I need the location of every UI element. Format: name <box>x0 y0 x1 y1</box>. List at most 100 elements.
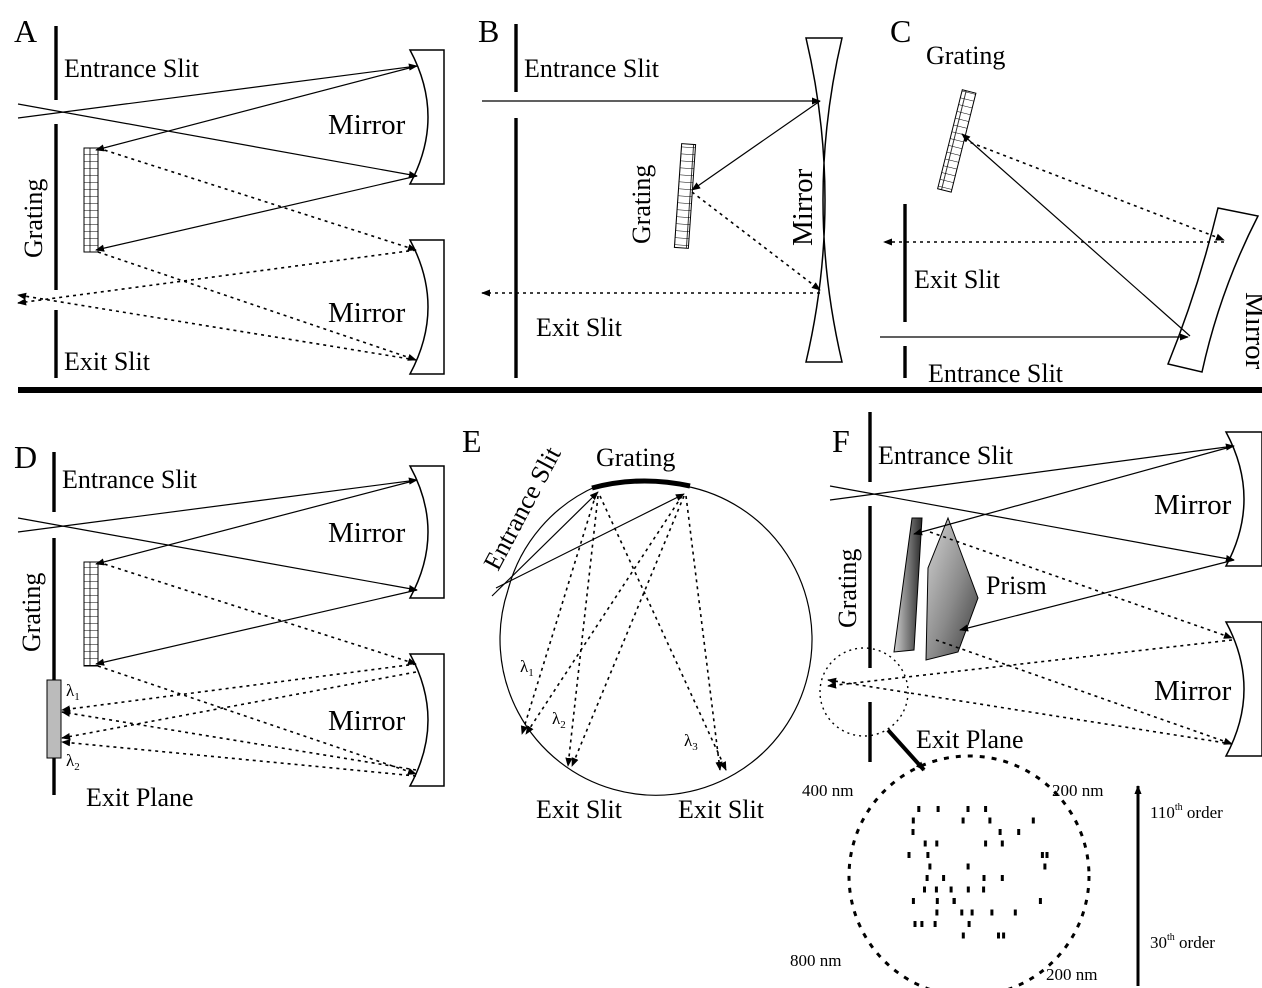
panel-f-ray <box>929 531 1233 639</box>
panel-f-mirror-top <box>1224 431 1262 567</box>
panel-a-mirror-bottom <box>408 239 445 375</box>
panel-d-exit-plane-detector <box>46 679 62 759</box>
panel-d-ray <box>95 589 418 666</box>
panel-d-ray <box>17 517 418 593</box>
echellogram-spot <box>1038 898 1042 904</box>
panel-a-letter: A <box>14 13 37 49</box>
panel-e-lambda1-label: λ1 <box>520 657 534 679</box>
panel-d-mirror-bottom-label: Mirror <box>328 705 406 737</box>
panel-f-30th-order-label: 30th order <box>1150 932 1215 952</box>
panel-c-exit-slit-label: Exit Slit <box>914 265 1001 294</box>
echellogram-spot <box>966 886 970 893</box>
echellogram-spot <box>911 817 915 824</box>
echellogram-spot <box>925 875 929 881</box>
panel-c-letter: C <box>890 13 911 49</box>
echellogram-spot <box>982 886 986 893</box>
panel-e-exit-slit-1-label: Exit Slit <box>536 795 623 824</box>
panel-e-ray <box>525 495 683 735</box>
echellogram-spot <box>970 909 974 916</box>
echellogram-spot <box>935 840 939 847</box>
panel-c: C Grating Exit Slit Entrance Slit Mirror <box>880 13 1262 388</box>
echellogram-spot <box>933 921 937 927</box>
echellogram-spot <box>1002 932 1006 939</box>
panel-b: B Entrance Slit Exit Slit Grating Mirror <box>478 13 843 378</box>
panel-d-lambda2-label: λ2 <box>66 751 80 773</box>
panel-f-400nm-label: 400 nm <box>802 781 853 800</box>
echellogram-spot <box>988 817 992 824</box>
panel-e-ray <box>685 495 723 771</box>
panel-d-entrance-slit-label: Entrance Slit <box>62 465 198 494</box>
panel-e-rowland-circle <box>507 485 598 591</box>
panel-f-ray <box>827 677 1233 745</box>
panel-a-ray <box>17 63 418 119</box>
echellogram-spot <box>1000 875 1004 881</box>
panel-e-letter: E <box>462 423 482 459</box>
echellogram-spot <box>984 806 988 812</box>
echellogram-spot <box>913 921 917 927</box>
echellogram-spot <box>952 898 956 904</box>
panel-d-lambda1-label: λ1 <box>66 681 80 703</box>
panel-a-ray <box>17 292 417 361</box>
echellogram-spot <box>1013 909 1017 916</box>
panel-f-ray <box>935 639 1233 745</box>
echellogram-spot <box>984 840 988 847</box>
panel-e: E Entrance Slit Grating λ1 λ2 λ3 Exit Sl… <box>462 423 813 824</box>
panel-c-ray <box>961 133 1191 337</box>
panel-c-ray <box>963 139 1225 241</box>
panel-c-mirror <box>1166 207 1260 373</box>
panel-d: D Entrance Slit Exit Plane Grating Mirro… <box>14 439 445 812</box>
panel-a-ray <box>97 147 417 251</box>
panel-b-mirror <box>805 37 843 363</box>
panel-e-rowland-circle <box>499 485 813 796</box>
panel-e-grating <box>591 478 691 491</box>
panel-d-grating-label: Grating <box>17 573 46 652</box>
panel-b-ray <box>691 100 821 191</box>
echellogram-spot <box>990 909 994 916</box>
panel-a-ray <box>95 65 418 152</box>
panel-b-letter: B <box>478 13 499 49</box>
panel-d-exit-plane-label: Exit Plane <box>86 783 194 812</box>
echellogram-spot <box>923 840 927 847</box>
panel-d-letter: D <box>14 439 37 475</box>
panel-a: A Entrance Slit Exit Slit Grating Mirror… <box>14 13 445 378</box>
panel-c-grating <box>937 89 977 193</box>
panel-f-zoom-arrow <box>886 728 926 772</box>
echellogram-spot <box>923 886 926 893</box>
echellogram-spot <box>935 909 939 916</box>
echellogram-spot <box>936 806 940 812</box>
panel-f-exit-zoom-circle <box>819 647 909 737</box>
echellogram-spot <box>998 829 1002 835</box>
panel-a-mirror-top <box>408 49 445 185</box>
panel-f-ray <box>959 559 1235 632</box>
panel-d-ray <box>61 663 417 713</box>
panel-f-letter: F <box>832 423 850 459</box>
panel-f-echellogram-spots <box>907 806 1049 939</box>
echellogram-spot <box>961 817 965 824</box>
panel-a-entrance-slit-label: Entrance Slit <box>64 54 200 83</box>
echellogram-spot <box>1017 829 1021 835</box>
panel-d-mirror-top <box>408 465 445 599</box>
panel-c-grating-label: Grating <box>926 41 1005 70</box>
echellogram-spot <box>935 898 939 904</box>
panel-c-mirror-label: Mirror <box>1239 292 1262 370</box>
echellogram-spot <box>917 806 921 812</box>
echellogram-spot <box>934 886 938 893</box>
panel-f-800nm-label: 800 nm <box>790 951 841 970</box>
panel-a-exit-slit-label: Exit Slit <box>64 347 151 376</box>
panel-f-ray <box>913 445 1235 536</box>
panel-b-entrance-slit-label: Entrance Slit <box>524 54 660 83</box>
panel-f-mirror-top-label: Mirror <box>1154 489 1232 521</box>
echellogram-spot <box>966 863 970 870</box>
panel-f-110th-order-label: 110th order <box>1150 802 1223 822</box>
panel-b-grating <box>673 143 697 249</box>
panel-b-grating-label: Grating <box>627 165 656 244</box>
panel-d-ray <box>17 477 418 533</box>
panel-e-ray <box>495 493 685 589</box>
panel-f-ray <box>829 443 1235 501</box>
panel-a-mirror-top-label: Mirror <box>328 109 406 141</box>
panel-e-lambda3-label: λ3 <box>684 731 698 753</box>
panel-f-ray <box>827 639 1233 689</box>
panel-b-ray <box>691 191 821 291</box>
panel-d-grating <box>83 561 99 667</box>
